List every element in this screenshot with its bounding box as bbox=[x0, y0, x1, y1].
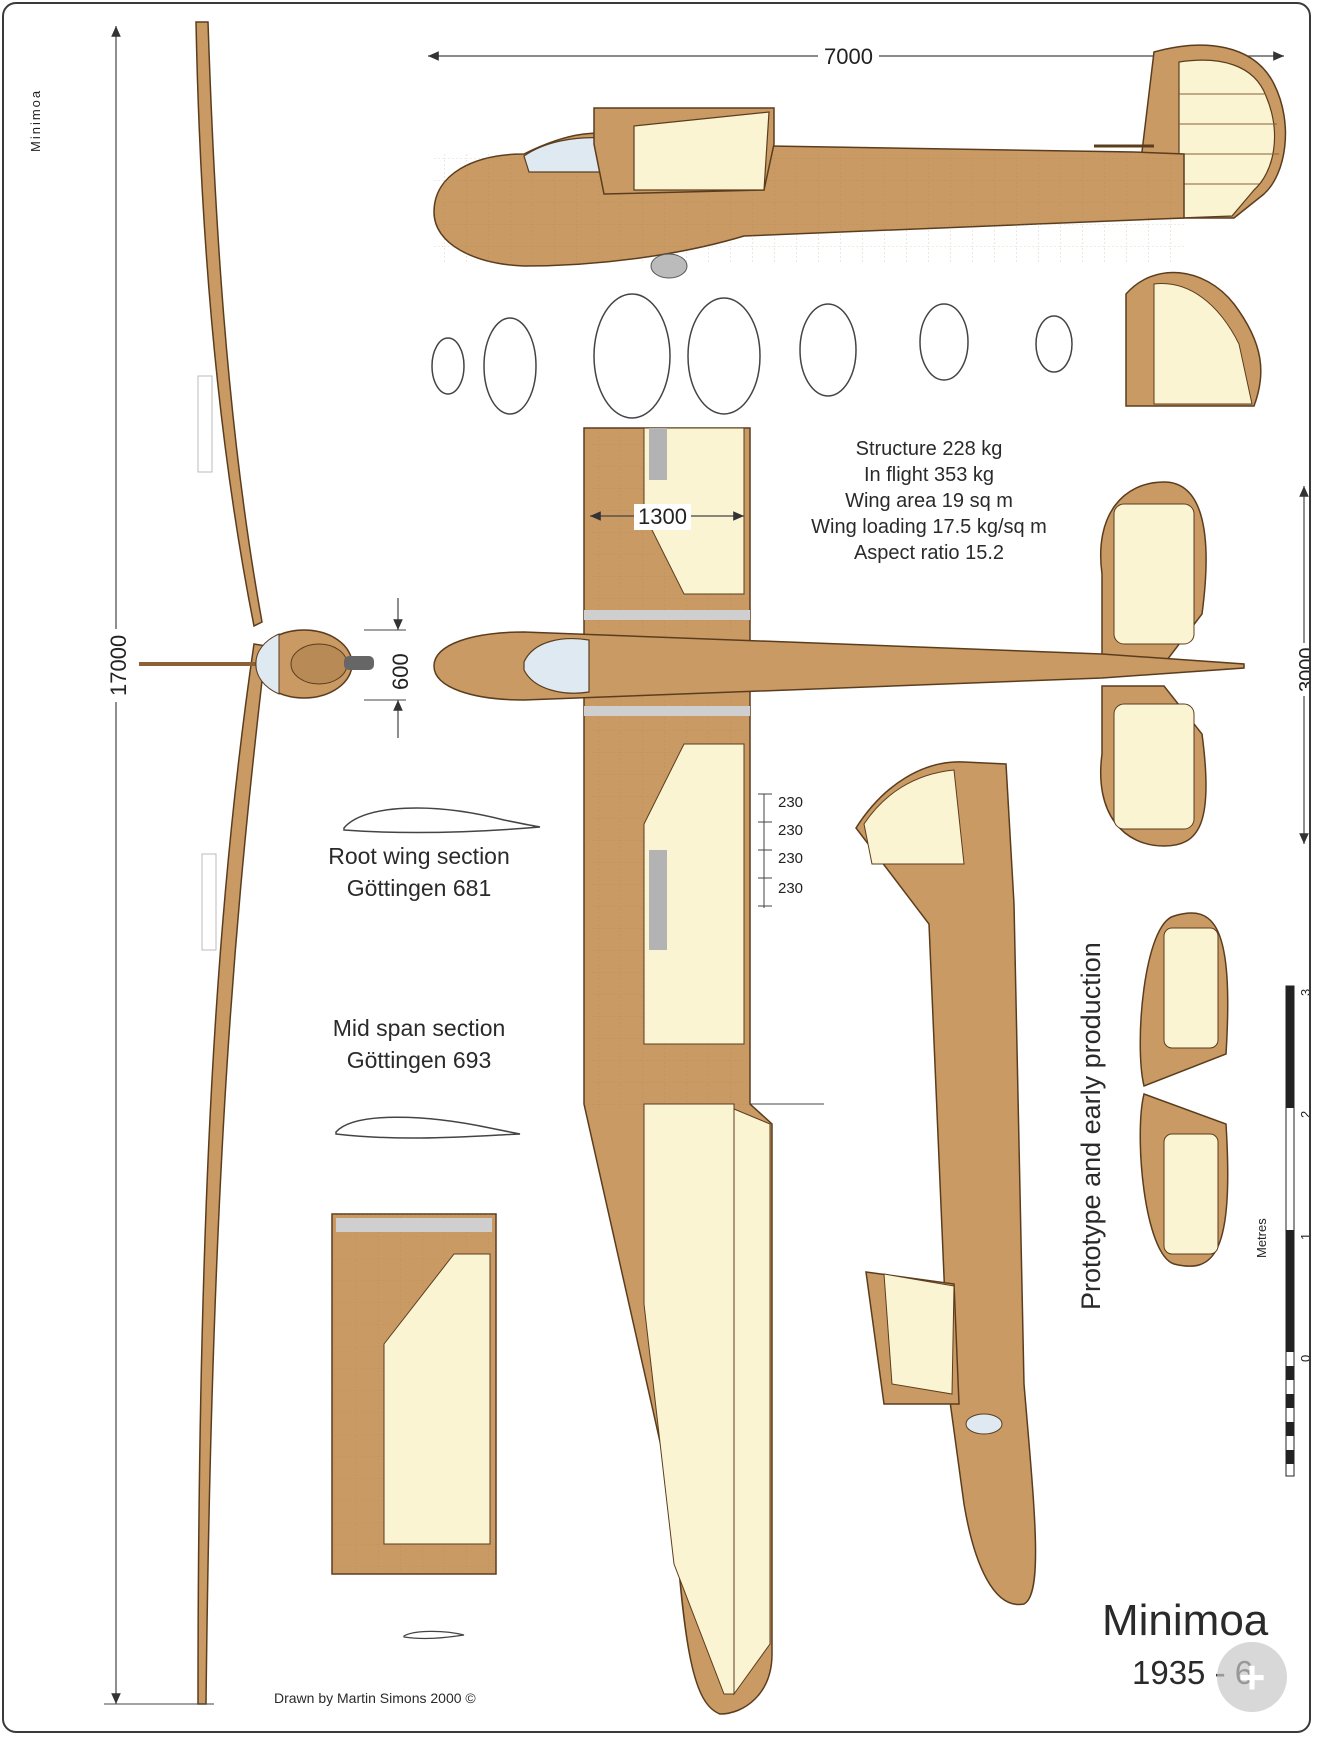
tailplane-span-dimension: 3000 bbox=[1296, 643, 1309, 696]
rib-spacing-3: 230 bbox=[778, 850, 804, 867]
scale-tick-3: 3 bbox=[1298, 989, 1309, 996]
credit: Drawn by Martin Simons 2000 © bbox=[274, 1690, 476, 1706]
tailplane-plan bbox=[1139, 912, 1229, 1267]
rib-spacing-4: 230 bbox=[778, 880, 804, 897]
rib-spacing-1: 230 bbox=[778, 794, 804, 811]
spec-aspect-ratio: Aspect ratio 15.2 bbox=[853, 542, 1005, 564]
three-view-drawing bbox=[104, 21, 1309, 1715]
wing-detail-inset bbox=[331, 1213, 497, 1575]
root-section-label: Root wing section bbox=[328, 843, 510, 869]
root-section-profile: Göttingen 681 bbox=[346, 875, 492, 901]
scale-tick-0: 0 bbox=[1298, 1355, 1309, 1362]
zoom-button[interactable]: + bbox=[1217, 1642, 1287, 1712]
scale-tick-1: 1 bbox=[1298, 1233, 1309, 1240]
span-dimension: 17000 bbox=[106, 628, 132, 702]
fuselage-width-dimension: 600 bbox=[388, 653, 413, 690]
front-view bbox=[104, 21, 406, 1705]
scale-unit: Metres bbox=[1254, 1218, 1269, 1258]
root-chord-dimension: 1300 bbox=[634, 504, 691, 530]
variant-label: Prototype and early production bbox=[1076, 942, 1106, 1310]
mid-airfoil bbox=[335, 1116, 521, 1139]
spec-wing-loading: Wing loading 17.5 kg/sq m bbox=[811, 516, 1047, 538]
perspective-view bbox=[855, 761, 1037, 1606]
spec-structure: Structure 228 kg bbox=[855, 438, 1003, 460]
spec-wing-area: Wing area 19 sq m bbox=[845, 490, 1013, 512]
scale-bar bbox=[1285, 985, 1295, 1477]
mid-section-profile: Göttingen 693 bbox=[346, 1047, 492, 1073]
length-dimension: 7000 bbox=[818, 44, 879, 70]
sidebar-title: Minimoa bbox=[28, 88, 43, 152]
plan-view bbox=[433, 427, 1309, 1715]
scale-tick-2: 2 bbox=[1298, 1111, 1309, 1118]
specifications: Structure 228 kg In flight 353 kg Wing a… bbox=[764, 436, 1094, 566]
side-view bbox=[428, 44, 1287, 279]
plus-circle-icon: + bbox=[1238, 1651, 1266, 1703]
mid-section-label: Mid span section bbox=[332, 1015, 506, 1041]
root-airfoil bbox=[343, 807, 541, 834]
mid-section-caption: Mid span section Göttingen 693 bbox=[294, 1012, 544, 1076]
fuselage-sections bbox=[431, 293, 1073, 419]
spec-in-flight: In flight 353 kg bbox=[863, 464, 995, 486]
rib-spacing-2: 230 bbox=[778, 822, 804, 839]
title-name: Minimoa bbox=[1102, 1596, 1269, 1645]
tip-airfoil bbox=[403, 1630, 465, 1640]
root-section-caption: Root wing section Göttingen 681 bbox=[294, 840, 544, 904]
